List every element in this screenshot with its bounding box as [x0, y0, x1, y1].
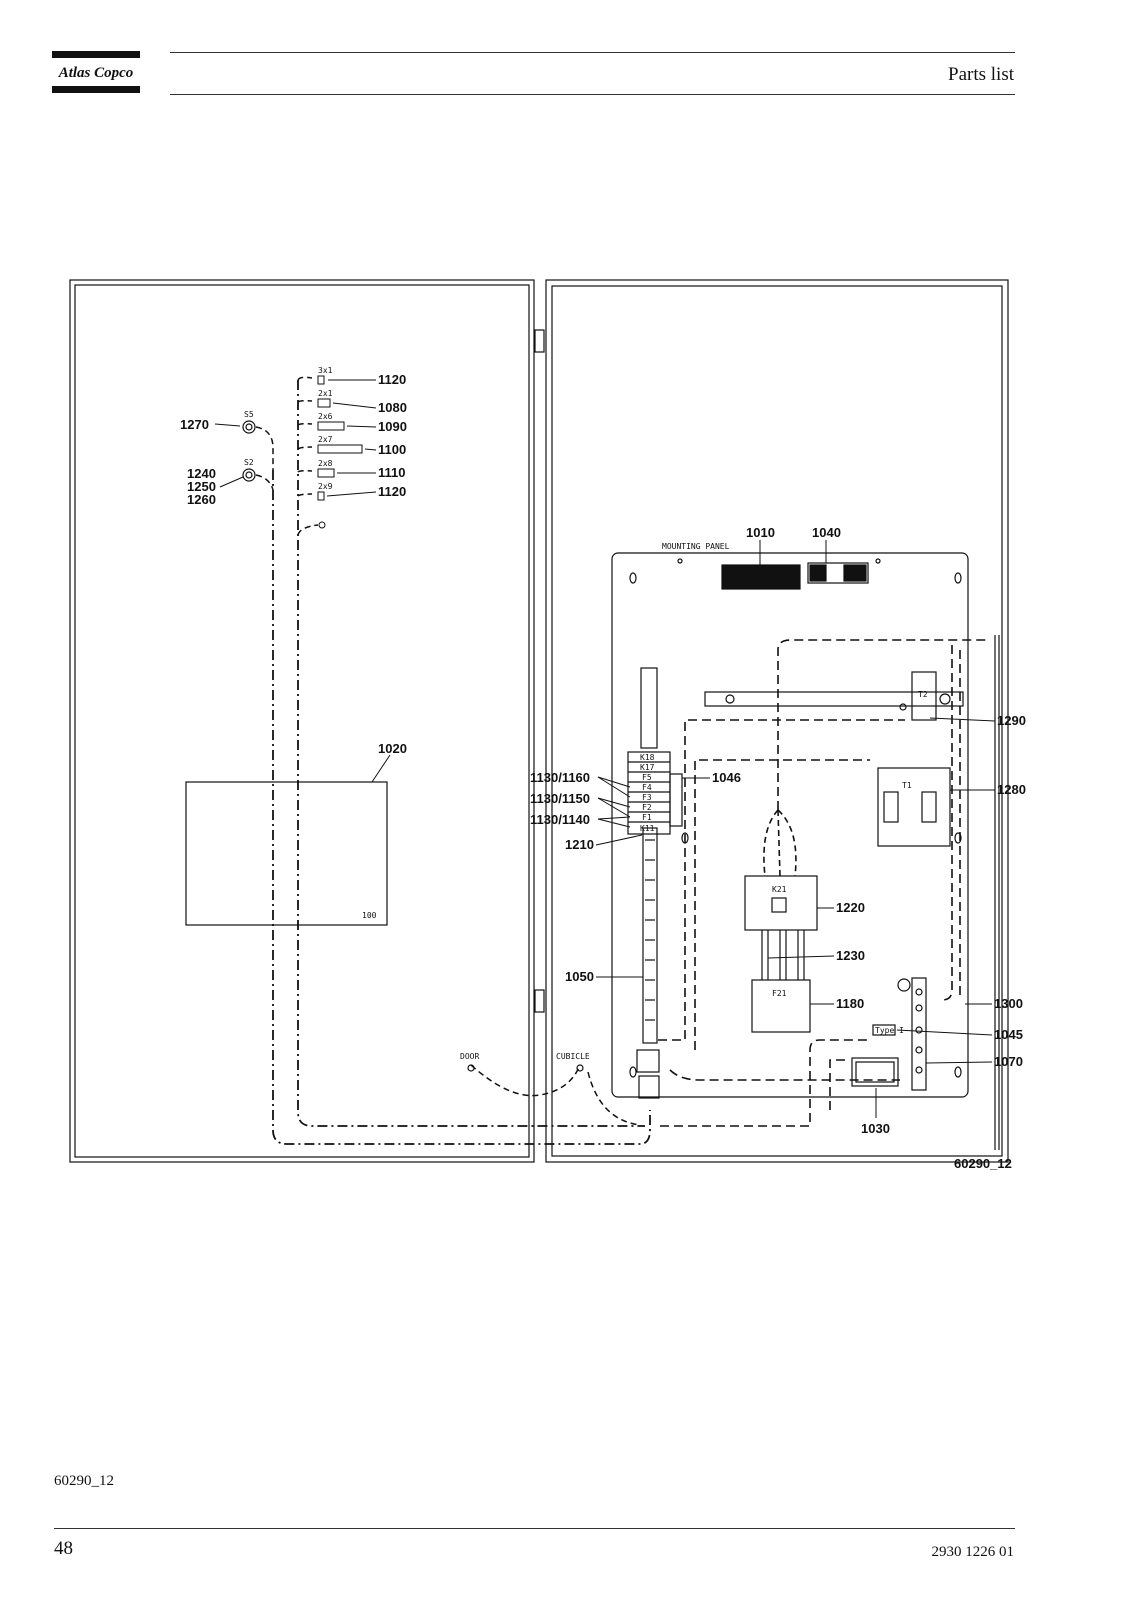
door-label: DOOR [460, 1052, 479, 1061]
atlas-copco-logo: Atlas Copco [52, 51, 140, 93]
callout-1130-1160: 1130/1160 [530, 770, 590, 785]
component-t2: T2 [918, 690, 928, 699]
hinge-bottom [534, 989, 545, 1013]
page-title: Parts list [948, 64, 1014, 85]
callout-1090: 1090 [378, 419, 407, 434]
relay-f5: F5 [642, 773, 652, 782]
callout-1030: 1030 [861, 1121, 890, 1136]
callout-1240: 1240 [187, 466, 216, 481]
relay-f2: F2 [642, 803, 652, 812]
component-f21: F21 [772, 989, 787, 998]
figure-code: 60290_12 [54, 1473, 114, 1489]
callout-1230: 1230 [836, 948, 865, 963]
callout-1050: 1050 [565, 969, 594, 984]
callout-1120-bottom: 1120 [378, 484, 406, 499]
cubicle-inner-frame [551, 285, 1003, 1157]
door-inner-frame [74, 284, 530, 1158]
indicator-s5-label: S5 [244, 410, 254, 419]
brand-text: Atlas Copco [58, 65, 134, 81]
relay-f4: F4 [642, 783, 652, 792]
callout-1180: 1180 [836, 996, 864, 1011]
header-rule-top [170, 52, 1015, 53]
mounting-panel-label: MOUNTING PANEL [662, 542, 730, 551]
component-type-label: Type I [875, 1026, 904, 1035]
callout-1110: 1110 [378, 465, 406, 480]
hinge-top [534, 329, 545, 353]
relay-f3: F3 [642, 793, 652, 802]
callout-1220: 1220 [836, 900, 865, 915]
cubicle-label: CUBICLE [556, 1052, 590, 1061]
header-rule-bottom [170, 94, 1015, 95]
relay-k18: K18 [640, 753, 655, 762]
callout-1250: 1250 [187, 479, 216, 494]
callout-1100: 1100 [378, 442, 406, 457]
callout-1260: 1260 [187, 492, 216, 507]
component-k21: K21 [772, 885, 787, 894]
cubicle-outer-frame [545, 279, 1009, 1163]
footer-rule [54, 1528, 1015, 1529]
document-number: 2930 1226 01 [931, 1544, 1015, 1560]
callout-1045: 1045 [994, 1027, 1023, 1042]
bundle-count-4: 2x7 [318, 435, 333, 444]
page-number: 48 [54, 1538, 73, 1559]
callout-1046: 1046 [712, 770, 741, 785]
door-plate-text: 100 [362, 911, 377, 920]
bundle-count-2: 2x1 [318, 389, 333, 398]
bundle-count-5: 2x8 [318, 459, 333, 468]
callout-1120-top: 1120 [378, 372, 406, 387]
callout-1040: 1040 [812, 525, 841, 540]
relay-k11: K11 [640, 824, 655, 833]
callout-1130-1150: 1130/1150 [530, 791, 590, 806]
mounting-panel [611, 552, 969, 1098]
bundle-count-1: 3x1 [318, 366, 333, 375]
bundle-count-3: 2x6 [318, 412, 333, 421]
callout-1280: 1280 [997, 782, 1026, 797]
door-outer-frame [69, 279, 535, 1163]
figure-code-in-drawing: 60290_12 [954, 1156, 1012, 1171]
indicator-s2-label: S2 [244, 458, 254, 467]
callout-1010: 1010 [746, 525, 775, 540]
callout-1020: 1020 [378, 741, 407, 756]
component-t1: T1 [902, 781, 912, 790]
callout-1290: 1290 [997, 713, 1026, 728]
relay-f1: F1 [642, 813, 652, 822]
door-plate-1020 [185, 781, 388, 926]
callout-1210: 1210 [565, 837, 594, 852]
callout-1270: 1270 [180, 417, 209, 432]
callout-1300: 1300 [994, 996, 1023, 1011]
callout-1130-1140: 1130/1140 [530, 812, 590, 827]
relay-k17: K17 [640, 763, 655, 772]
bundle-count-6: 2x9 [318, 482, 333, 491]
callout-1070: 1070 [994, 1054, 1023, 1069]
callout-1080: 1080 [378, 400, 407, 415]
